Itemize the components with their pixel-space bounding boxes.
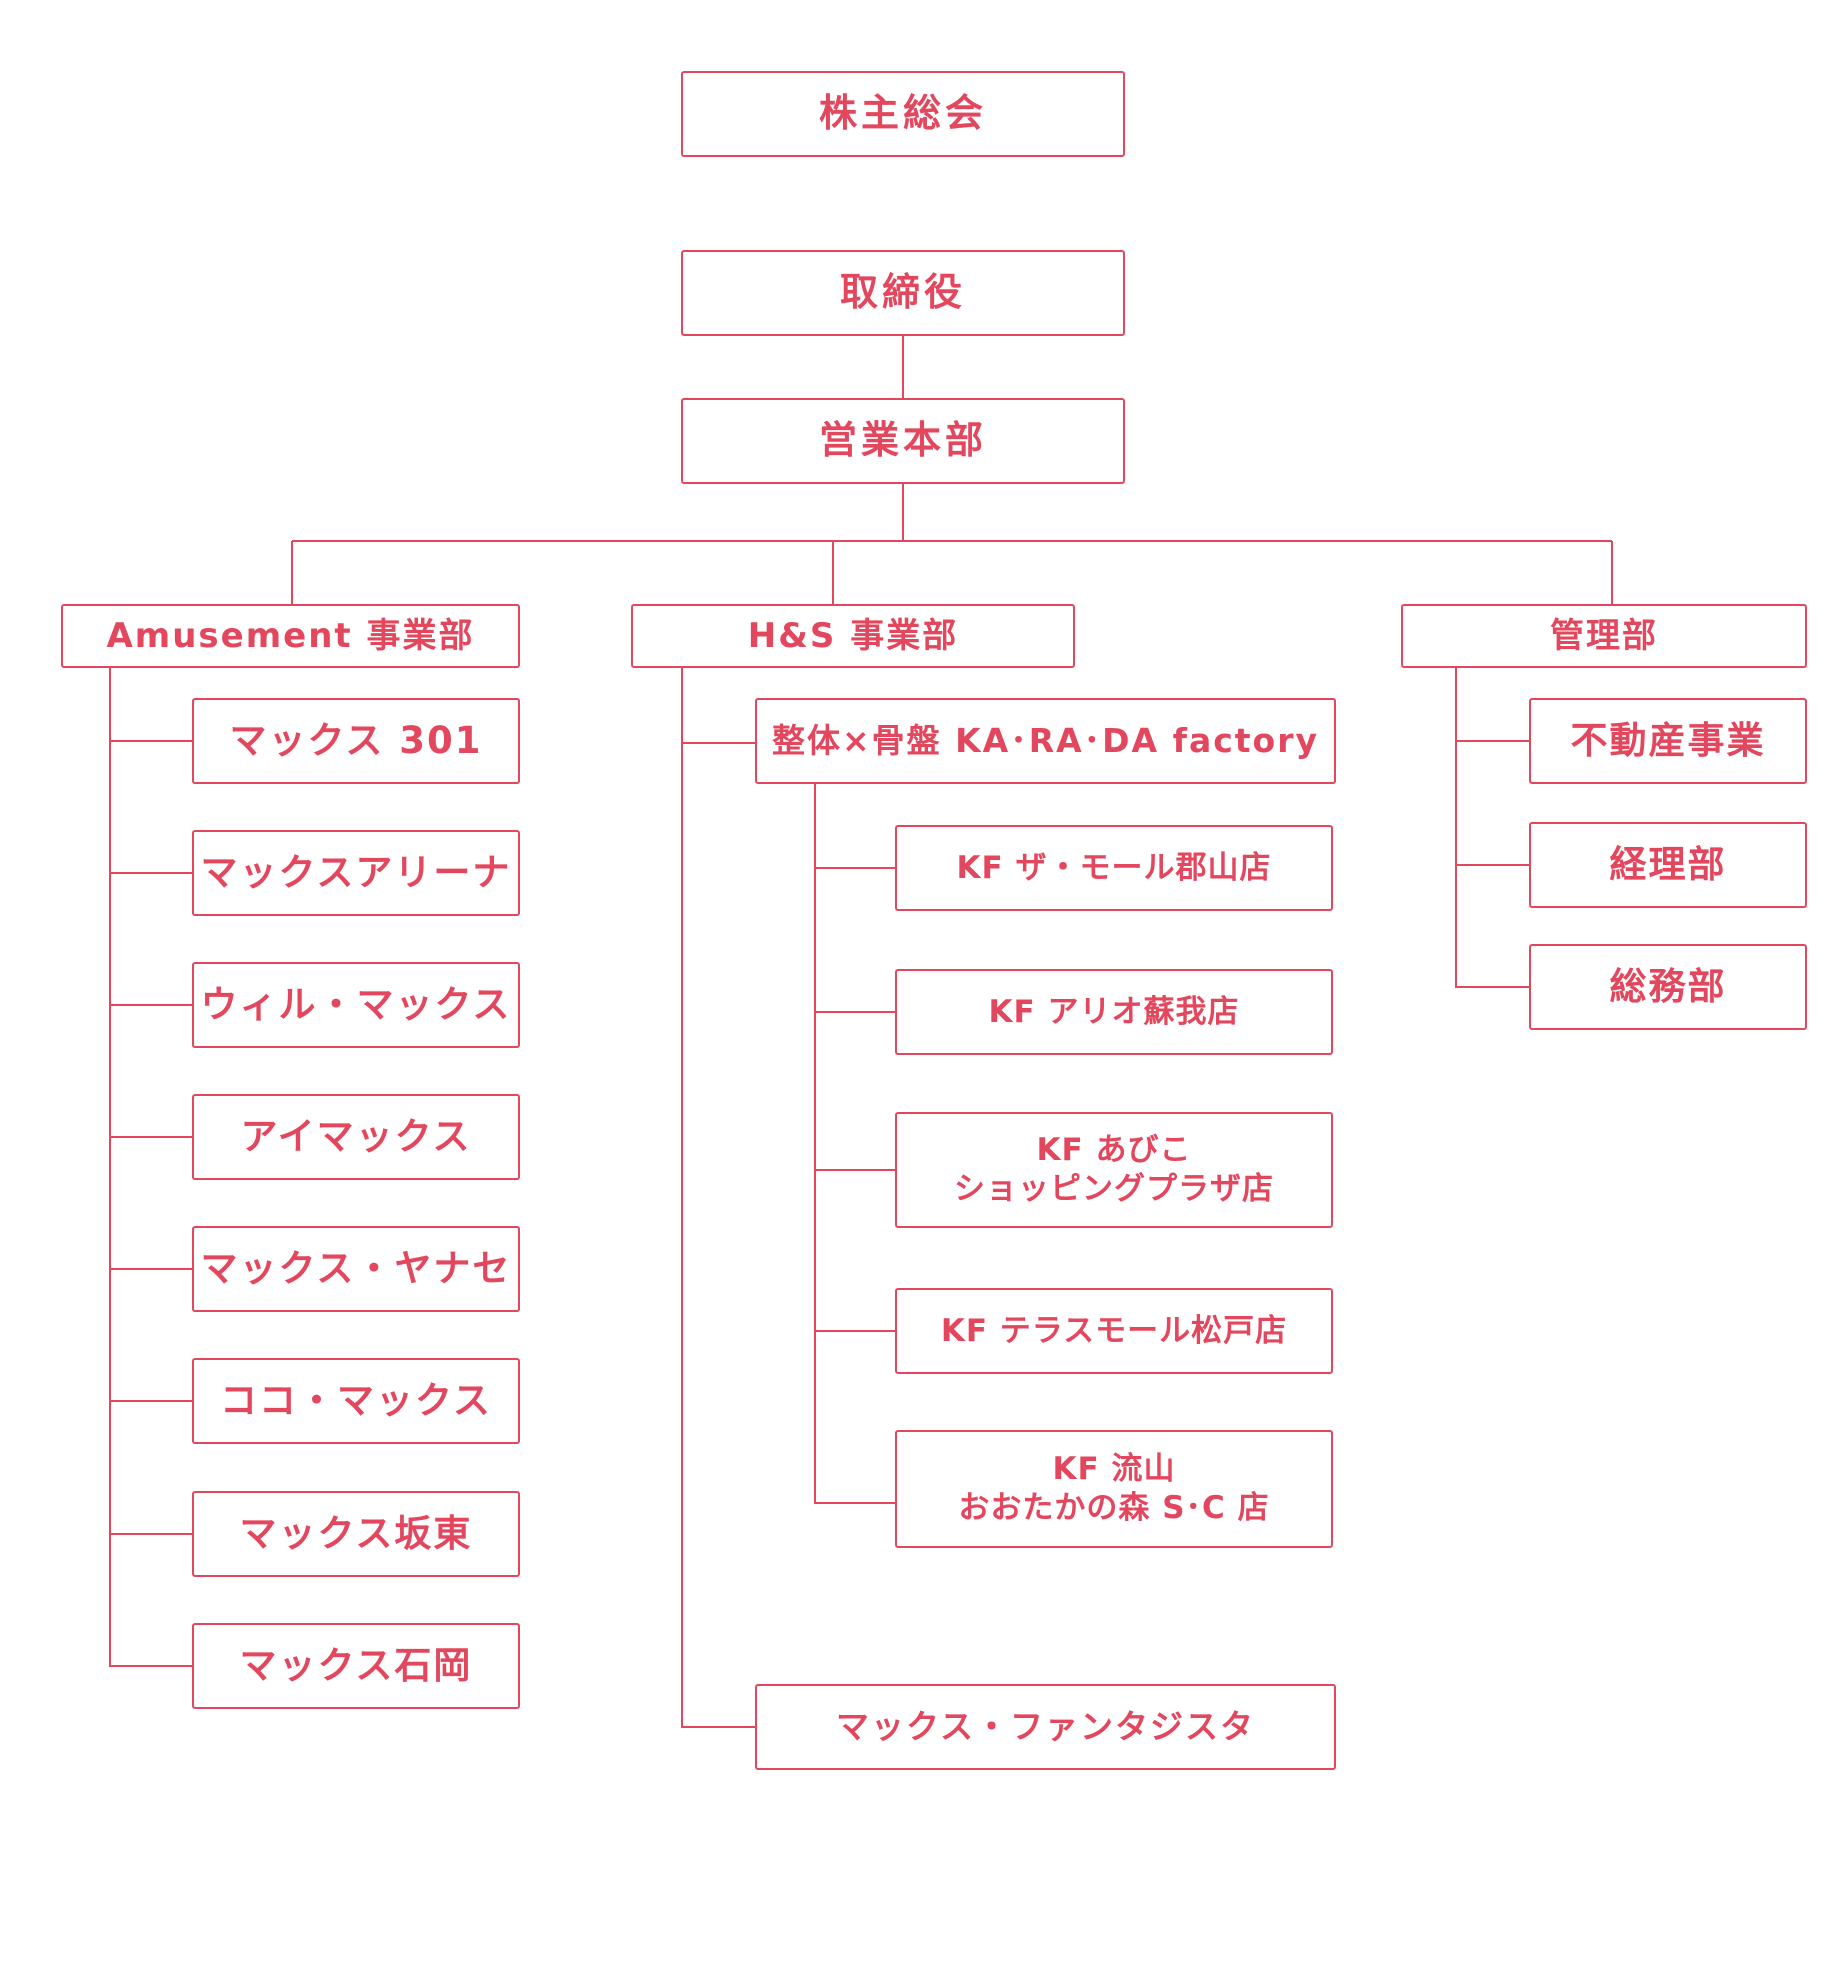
- node-hs-dept: H&S 事業部: [631, 604, 1075, 668]
- node-amusement-item: マックスアリーナ: [192, 830, 520, 916]
- node-board: 取締役: [681, 250, 1125, 336]
- node-sales-hq: 営業本部: [681, 398, 1125, 484]
- node-kf-store: KF あびこショッピングプラザ店: [895, 1112, 1333, 1228]
- node-kf-store: KF 流山おおたかの森 S･C 店: [895, 1430, 1333, 1548]
- node-amusement-item: マックス石岡: [192, 1623, 520, 1709]
- node-fantasista: マックス・ファンタジスタ: [755, 1684, 1336, 1770]
- node-admin-item: 総務部: [1529, 944, 1807, 1030]
- node-kf-store: KF アリオ蘇我店: [895, 969, 1333, 1055]
- node-amusement-item: ココ・マックス: [192, 1358, 520, 1444]
- node-amusement-item: マックス 301: [192, 698, 520, 784]
- node-kf-store: KF テラスモール松戸店: [895, 1288, 1333, 1374]
- node-admin-item: 経理部: [1529, 822, 1807, 908]
- node-kf-store: KF ザ・モール郡山店: [895, 825, 1333, 911]
- node-admin-item: 不動産事業: [1529, 698, 1807, 784]
- node-amusement-dept: Amusement 事業部: [61, 604, 520, 668]
- node-amusement-item: アイマックス: [192, 1094, 520, 1180]
- node-amusement-item: ウィル・マックス: [192, 962, 520, 1048]
- node-factory: 整体×骨盤 KA･RA･DA factory: [755, 698, 1336, 784]
- node-amusement-item: マックス・ヤナセ: [192, 1226, 520, 1312]
- node-amusement-item: マックス坂東: [192, 1491, 520, 1577]
- node-admin-dept: 管理部: [1401, 604, 1807, 668]
- node-shareholders: 株主総会: [681, 71, 1125, 157]
